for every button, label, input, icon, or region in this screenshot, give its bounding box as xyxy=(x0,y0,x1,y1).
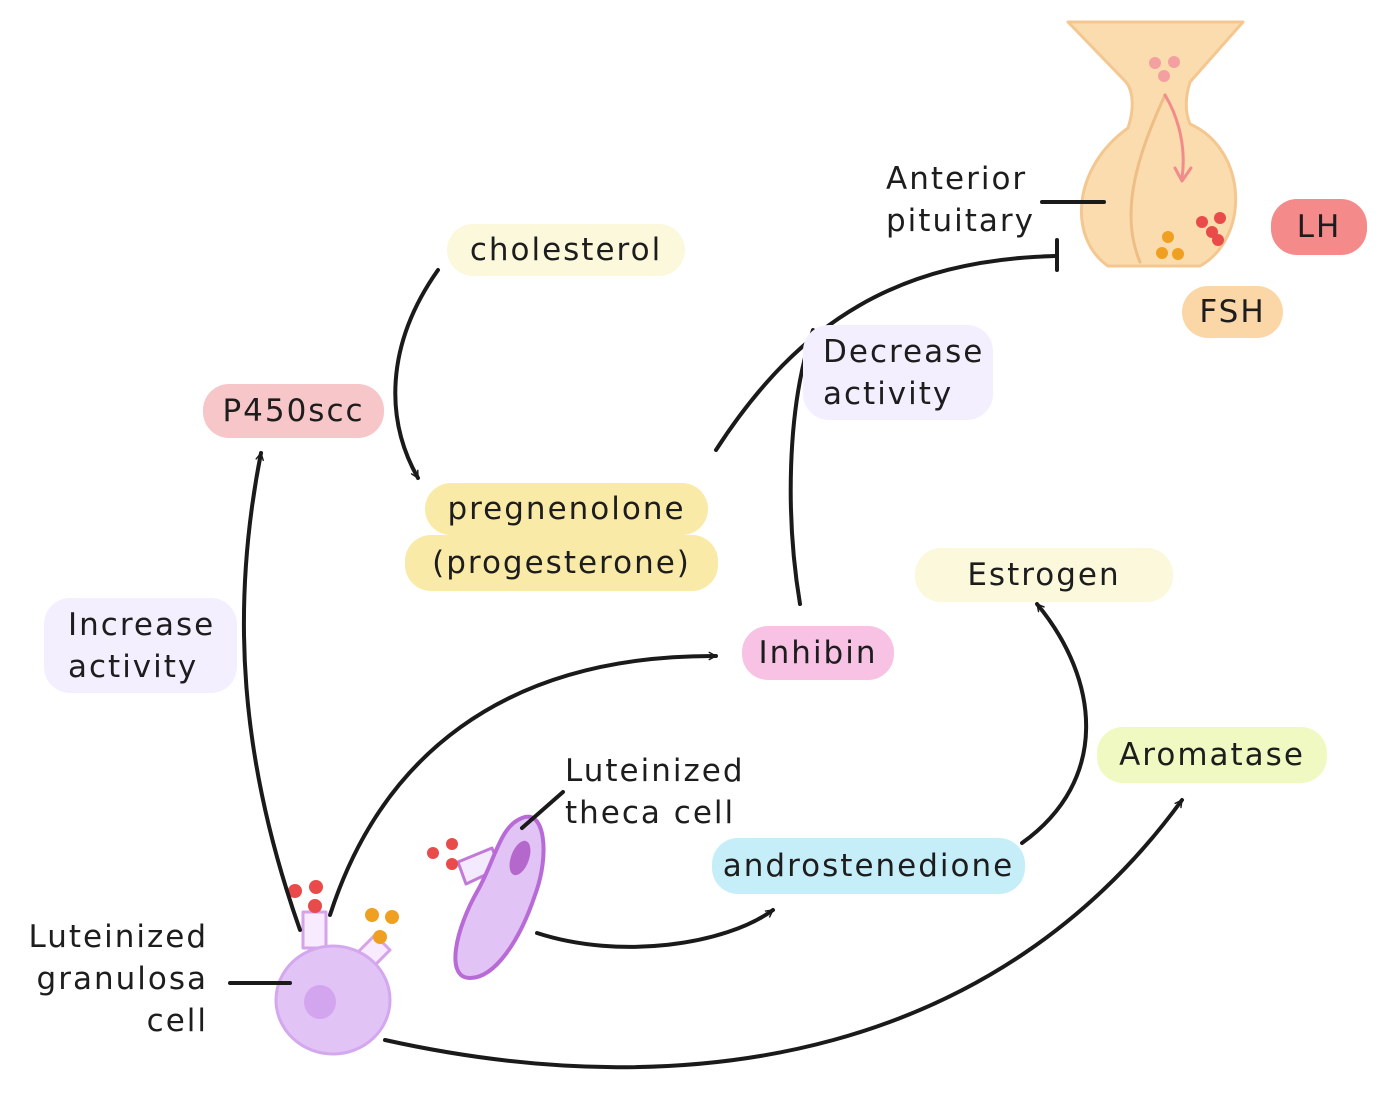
aromatase-pill: Aromatase xyxy=(1097,727,1327,783)
anterior-pituitary-line1: Anterior xyxy=(886,161,1028,197)
granulosa-cell-label: Luteinized granulosa cell xyxy=(28,916,208,1042)
estrogen-pill: Estrogen xyxy=(915,548,1173,602)
granulosa-cell-line1: Luteinized xyxy=(28,919,208,955)
theca-cell-line1: Luteinized xyxy=(565,753,745,789)
arrow-granulosa-to-aromatase xyxy=(383,798,1184,1070)
theca-cell-leader xyxy=(520,790,565,830)
anterior-pituitary-icon xyxy=(1066,20,1245,268)
inhibin-label: Inhibin xyxy=(758,635,878,671)
arrow-granulosa-to-inhibin xyxy=(328,651,718,917)
increase-activity-line2: activity xyxy=(68,648,199,685)
progesterone-pill: (progesterone) xyxy=(405,535,718,591)
androstenedione-label: androstenedione xyxy=(722,848,1015,884)
pregnenolone-pill: pregnenolone xyxy=(425,483,708,535)
arrow-cholesterol-to-pregnenolone xyxy=(393,268,440,480)
line-progesterone-to-pituitary xyxy=(714,254,1057,452)
granulosa-cell-line2: granulosa xyxy=(36,961,208,997)
fsh-pill: FSH xyxy=(1182,286,1283,338)
cholesterol-pill: cholesterol xyxy=(447,224,685,276)
arrow-granulosa-to-p450scc xyxy=(241,451,302,932)
decrease-activity-pill: Decrease activity xyxy=(803,325,993,420)
granulosa-cell-line3: cell xyxy=(146,1003,208,1039)
aromatase-label: Aromatase xyxy=(1119,737,1305,773)
theca-cell-icon xyxy=(427,814,546,980)
anterior-pituitary-label: Anterior pituitary xyxy=(886,158,1035,242)
lh-label: LH xyxy=(1296,209,1342,245)
theca-cell-label: Luteinized theca cell xyxy=(565,750,745,834)
androstenedione-pill: androstenedione xyxy=(712,838,1025,894)
increase-activity-line1: Increase xyxy=(68,606,216,643)
anterior-pituitary-line2: pituitary xyxy=(886,203,1035,239)
increase-activity-pill: Increase activity xyxy=(44,598,237,693)
pregnenolone-label: pregnenolone xyxy=(447,491,686,527)
inhibin-pill: Inhibin xyxy=(742,626,894,680)
fsh-label: FSH xyxy=(1199,294,1266,330)
arrow-theca-to-androstenedione xyxy=(535,908,775,949)
decrease-activity-line1: Decrease xyxy=(823,333,985,370)
p450scc-pill: P450scc xyxy=(203,384,384,438)
lh-pill: LH xyxy=(1271,199,1367,255)
decrease-activity-line2: activity xyxy=(823,375,954,412)
theca-cell-line2: theca cell xyxy=(565,795,736,831)
granulosa-cell-icon xyxy=(274,880,399,1056)
estrogen-label: Estrogen xyxy=(967,557,1121,593)
p450scc-label: P450scc xyxy=(222,393,365,429)
cholesterol-label: cholesterol xyxy=(469,232,663,268)
progesterone-label: (progesterone) xyxy=(432,545,691,581)
arrow-androstenedione-to-estrogen xyxy=(1020,602,1089,845)
